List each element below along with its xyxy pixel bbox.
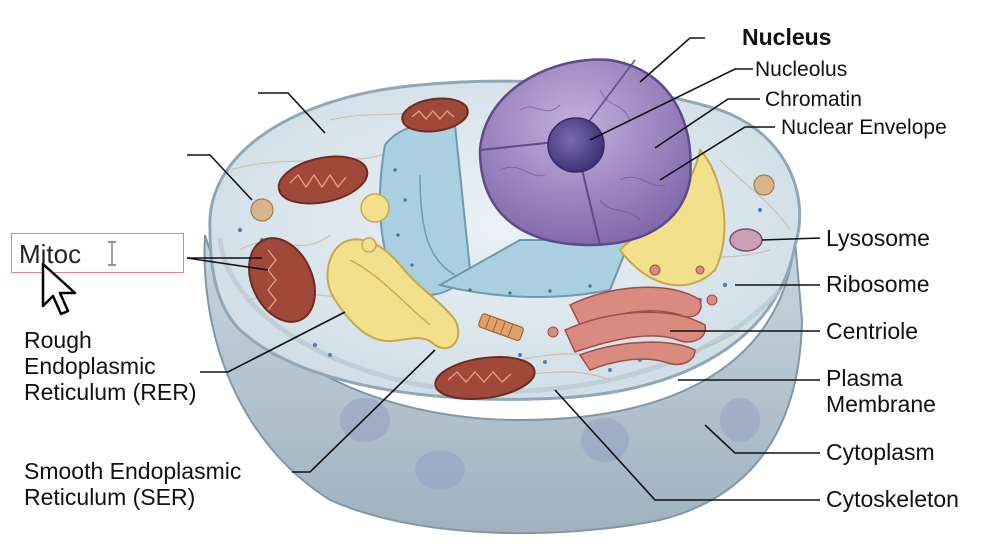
nucleus-leader: [639, 37, 705, 83]
centriole-illustration: [478, 313, 524, 342]
label-rer: Rough Endoplasmic Reticulum (RER): [24, 327, 197, 405]
blank-leader-middle: [187, 154, 253, 201]
label-rer-line2: Endoplasmic: [24, 352, 156, 379]
nucleolus-leader: [589, 68, 753, 141]
mitochondria-leader-2: [186, 257, 269, 271]
label-chromatin: Chromatin: [765, 88, 862, 111]
smooth-er-illustration: [326, 193, 460, 350]
label-nucleus: Nucleus: [742, 24, 832, 50]
mouse-pointer-icon: [41, 262, 77, 316]
label-cytoplasm: Cytoplasm: [826, 439, 935, 465]
lysosome-shape: [729, 228, 763, 252]
chromatin-threads: [499, 89, 666, 221]
label-cytoskeleton: Cytoskeleton: [826, 486, 959, 512]
label-nucleolus: Nucleolus: [755, 58, 848, 81]
golgi-illustration: [547, 286, 718, 371]
label-plasma-membrane: Plasma Membrane: [826, 365, 936, 418]
nucleus-illustration: [478, 58, 692, 247]
chromatin-leader: [654, 98, 760, 149]
label-ser-line2: Reticulum (SER): [24, 483, 196, 510]
label-ribosome: Ribosome: [826, 271, 930, 297]
answer-field-text[interactable]: Mitoc: [19, 239, 82, 269]
label-nuclear-envelope: Nuclear Envelope: [781, 116, 947, 139]
ser-leader: [292, 349, 436, 473]
lysosome-leader: [761, 237, 821, 241]
cell-base: [203, 234, 804, 535]
label-ser-line1: Smooth Endoplasmic: [24, 458, 242, 484]
label-lysosome: Lysosome: [826, 225, 930, 251]
label-rer-line3: Reticulum (RER): [24, 378, 197, 405]
label-rer-line1: Rough: [24, 327, 92, 353]
label-centriole: Centriole: [826, 318, 919, 344]
mitochondria-illustration: [248, 97, 536, 400]
text-caret-icon: [108, 241, 116, 266]
nuclear-envelope-leader: [659, 126, 775, 181]
leader-lines: [186, 37, 821, 501]
mitochondria-answer-field[interactable]: Mitoc: [11, 233, 184, 273]
label-plasma-membrane-line2: Membrane: [826, 390, 936, 417]
blank-leader-top: [258, 92, 326, 134]
cytoplasm-leader: [704, 424, 820, 454]
cytoskeleton-leader: [554, 389, 820, 501]
label-plasma-membrane-line1: Plasma: [826, 365, 903, 391]
rer-leader: [200, 311, 346, 373]
label-ser: Smooth Endoplasmic Reticulum (SER): [24, 458, 242, 511]
rough-er-illustration: [379, 122, 632, 298]
